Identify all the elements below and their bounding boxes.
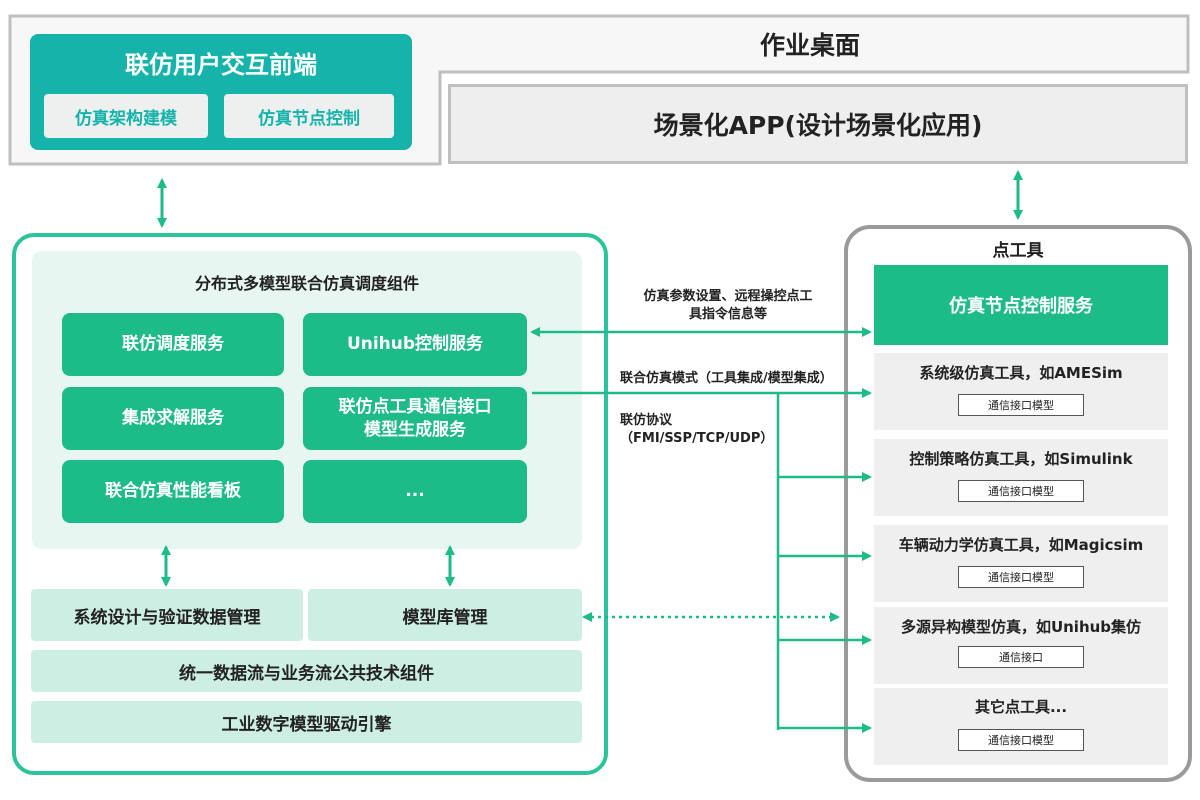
- system-data-mgmt[interactable]: 系统设计与验证数据管理: [31, 589, 303, 641]
- tool-iface-unihub[interactable]: 通信接口: [958, 646, 1084, 668]
- arch-modeling-button[interactable]: 仿真架构建模: [44, 94, 208, 138]
- more-services-button[interactable]: ...: [303, 460, 527, 523]
- mode-link-label: 联合仿真模式（工具集成/模型集成）: [620, 371, 833, 386]
- tool-iface-magicsim[interactable]: 通信接口模型: [958, 566, 1084, 588]
- frontend-title: 联仿用户交互前端: [125, 50, 317, 79]
- performance-dashboard-button[interactable]: 联合仿真性能看板: [62, 460, 284, 523]
- model-library-mgmt[interactable]: 模型库管理: [308, 589, 582, 641]
- point-tools-title: 点工具: [992, 240, 1044, 261]
- tool-name-other: 其它点工具...: [974, 697, 1068, 716]
- tool-name-unihub: 多源异构模型仿真，如Unihub集仿: [900, 617, 1142, 636]
- tool-iface-amesim[interactable]: 通信接口模型: [958, 394, 1084, 416]
- scheduling-service-button[interactable]: 联仿调度服务: [62, 313, 284, 376]
- tool-card-magicsim[interactable]: [874, 525, 1168, 602]
- unihub-control-button[interactable]: Unihub控制服务: [303, 313, 527, 376]
- integration-solver-button[interactable]: 集成求解服务: [62, 387, 284, 450]
- tool-name-amesim: 系统级仿真工具，如AMESim: [919, 363, 1123, 382]
- model-engine-layer: 工业数字模型驱动引擎: [31, 701, 582, 743]
- tool-card-amesim[interactable]: [874, 353, 1168, 430]
- tool-name-simulink: 控制策略仿真工具，如Simulink: [909, 449, 1133, 468]
- node-control-service[interactable]: 仿真节点控制服务: [874, 265, 1168, 345]
- tool-card-other[interactable]: [874, 688, 1168, 765]
- interface-generation-button[interactable]: 联仿点工具通信接口 模型生成服务: [303, 387, 527, 450]
- desktop-title: 作业桌面: [759, 31, 860, 60]
- scenario-app-box[interactable]: 场景化APP(设计场景化应用): [448, 84, 1188, 164]
- tool-iface-simulink[interactable]: 通信接口模型: [958, 480, 1084, 502]
- node-control-button[interactable]: 仿真节点控制: [224, 94, 394, 138]
- tool-name-magicsim: 车辆动力学仿真工具，如Magicsim: [898, 535, 1144, 554]
- protocol-link-label: 联仿协议 （FMI/SSP/TCP/UDP）: [620, 413, 774, 447]
- tool-iface-other[interactable]: 通信接口模型: [958, 729, 1084, 751]
- params-link-label: 仿真参数设置、远程操控点工 具指令信息等: [643, 289, 813, 322]
- scheduler-title: 分布式多模型联合仿真调度组件: [194, 274, 419, 293]
- tool-card-simulink[interactable]: [874, 439, 1168, 516]
- common-tech-layer: 统一数据流与业务流公共技术组件: [31, 650, 582, 692]
- tool-card-unihub[interactable]: [874, 607, 1168, 684]
